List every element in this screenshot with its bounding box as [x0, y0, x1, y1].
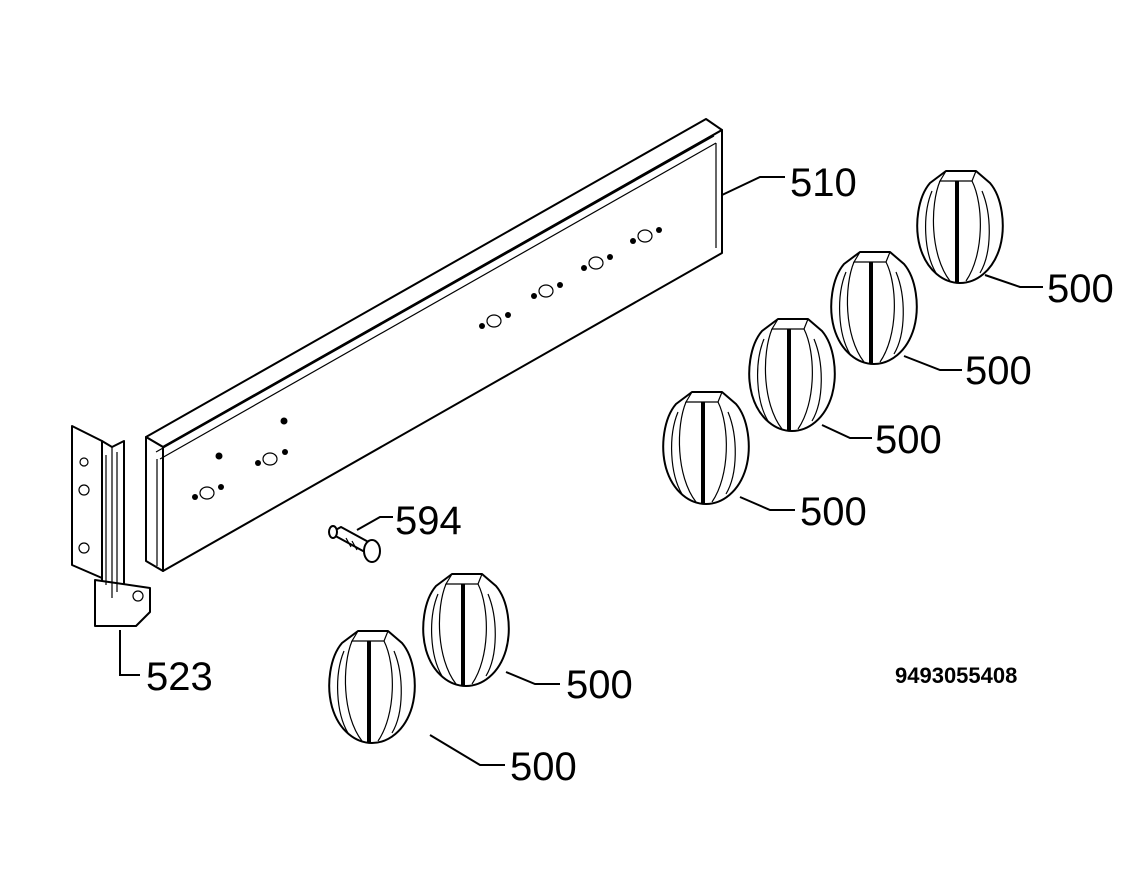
callout-500-6: 500: [510, 745, 577, 789]
pin-part: [328, 525, 381, 563]
side-bracket-part: [71, 425, 151, 627]
callout-523: 523: [146, 655, 213, 699]
callout-510: 510: [790, 161, 857, 205]
callout-594: 594: [395, 499, 462, 543]
callout-500-1: 500: [1047, 267, 1114, 311]
callout-500-2: 500: [965, 349, 1032, 393]
knob-2: [829, 250, 919, 366]
knob-6: [327, 629, 417, 745]
callout-500-5: 500: [566, 663, 633, 707]
panel-holes: [192, 227, 662, 500]
knob-4: [661, 390, 751, 506]
knob-5: [421, 572, 511, 688]
control-panel-part: [145, 118, 723, 572]
callout-500-3: 500: [875, 418, 942, 462]
knob-1: [915, 169, 1005, 285]
callout-500-4: 500: [800, 490, 867, 534]
document-number: 9493055408: [895, 663, 1017, 688]
knob-3: [747, 317, 837, 433]
